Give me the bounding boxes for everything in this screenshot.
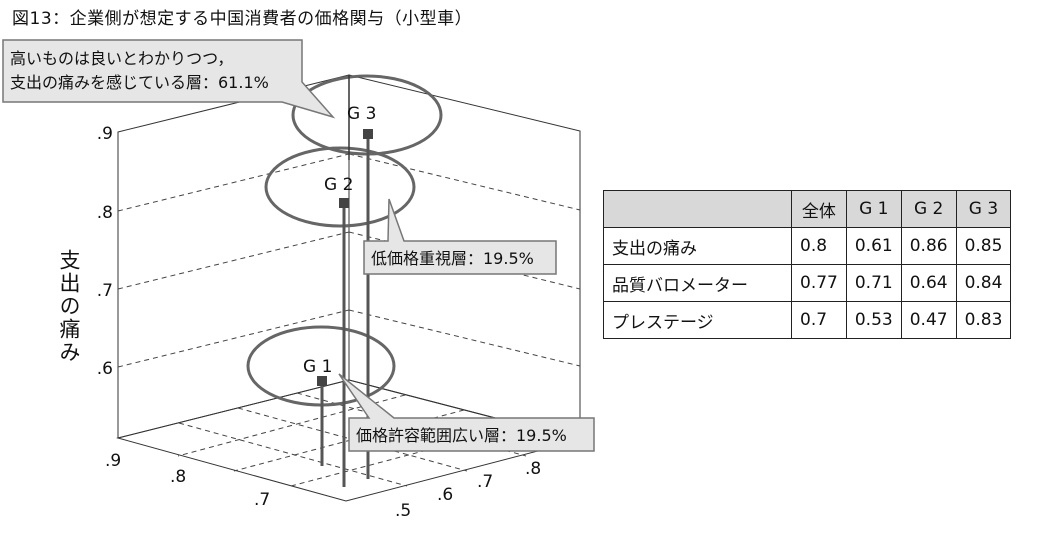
summary-table: 全体 G 1 G 2 G 3 支出の痛み 0.8 0.61 0.86 0.85 …	[603, 190, 1012, 339]
callout-g1: 価格許容範囲広い層：19.5%	[338, 373, 595, 452]
table-row: プレステージ 0.7 0.53 0.47 0.83	[603, 301, 1012, 339]
table-header-cell	[603, 190, 792, 228]
marker-g1	[317, 376, 327, 386]
table-header-cell: G 3	[955, 190, 1012, 228]
x-tick-label: .8	[170, 467, 186, 487]
x-tick-label: .7	[254, 490, 270, 510]
table-cell: 0.84	[955, 264, 1012, 302]
table-row-label: プレステージ	[603, 301, 792, 339]
table-row: 支出の痛み 0.8 0.61 0.86 0.85	[603, 227, 1012, 265]
y-tick-label: .7	[97, 281, 113, 301]
table-header-row: 全体 G 1 G 2 G 3	[603, 190, 1012, 228]
table-cell: 0.47	[900, 301, 957, 339]
group-ellipse-g2	[264, 146, 416, 228]
group-label-g1: G 1	[303, 357, 332, 377]
table-cell: 0.83	[955, 301, 1012, 339]
plot-back-left-wall	[117, 74, 350, 439]
table-cell: 0.53	[845, 301, 902, 339]
callout-text: 低価格重視層：19.5%	[371, 249, 534, 268]
table-row: 品質バロメーター 0.77 0.71 0.64 0.84	[603, 264, 1012, 302]
callout-g3: 高いものは良いとわかりつつ， 支出の痛みを感じている層：61.1%	[2, 39, 336, 119]
table-header-cell: 全体	[791, 190, 847, 228]
callout-text: 支出の痛みを感じている層：61.1%	[10, 73, 269, 92]
table-header-cell: G 2	[900, 190, 957, 228]
y-tick-label: .9	[97, 124, 113, 144]
z-tick-label: .8	[525, 459, 541, 479]
callout-text: 価格許容範囲広い層：19.5%	[356, 426, 567, 445]
table-cell: 0.61	[845, 227, 902, 265]
table-cell: 0.86	[900, 227, 957, 265]
z-tick-label: .7	[477, 472, 493, 492]
table-row-label: 支出の痛み	[603, 227, 792, 265]
group-label-g3: G 3	[347, 104, 376, 124]
table-cell: 0.85	[955, 227, 1012, 265]
marker-g3	[363, 129, 373, 139]
x-tick-label: .9	[105, 451, 121, 471]
z-tick-label: .5	[395, 501, 411, 521]
table-header-cell: G 1	[845, 190, 902, 228]
group-label-g2: G 2	[324, 175, 353, 195]
table-row-label: 品質バロメーター	[603, 264, 792, 302]
y-tick-label: .6	[97, 359, 113, 379]
table-cell: 0.7	[791, 301, 847, 339]
y-axis-label: 支出の痛み	[57, 249, 81, 364]
table-cell: 0.77	[791, 264, 847, 302]
z-tick-label: .6	[437, 485, 453, 505]
table-cell: 0.8	[791, 227, 847, 265]
y-tick-label: .8	[97, 203, 113, 223]
table-cell: 0.64	[900, 264, 957, 302]
table-cell: 0.71	[845, 264, 902, 302]
marker-g2	[339, 198, 349, 208]
page-title: 図13：企業側が想定する中国消費者の価格関与（小型車）	[12, 9, 473, 29]
callout-text: 高いものは良いとわかりつつ，	[10, 49, 233, 68]
wall-gridlines	[117, 153, 581, 368]
callout-g2: 低価格重視層：19.5%	[363, 198, 557, 275]
